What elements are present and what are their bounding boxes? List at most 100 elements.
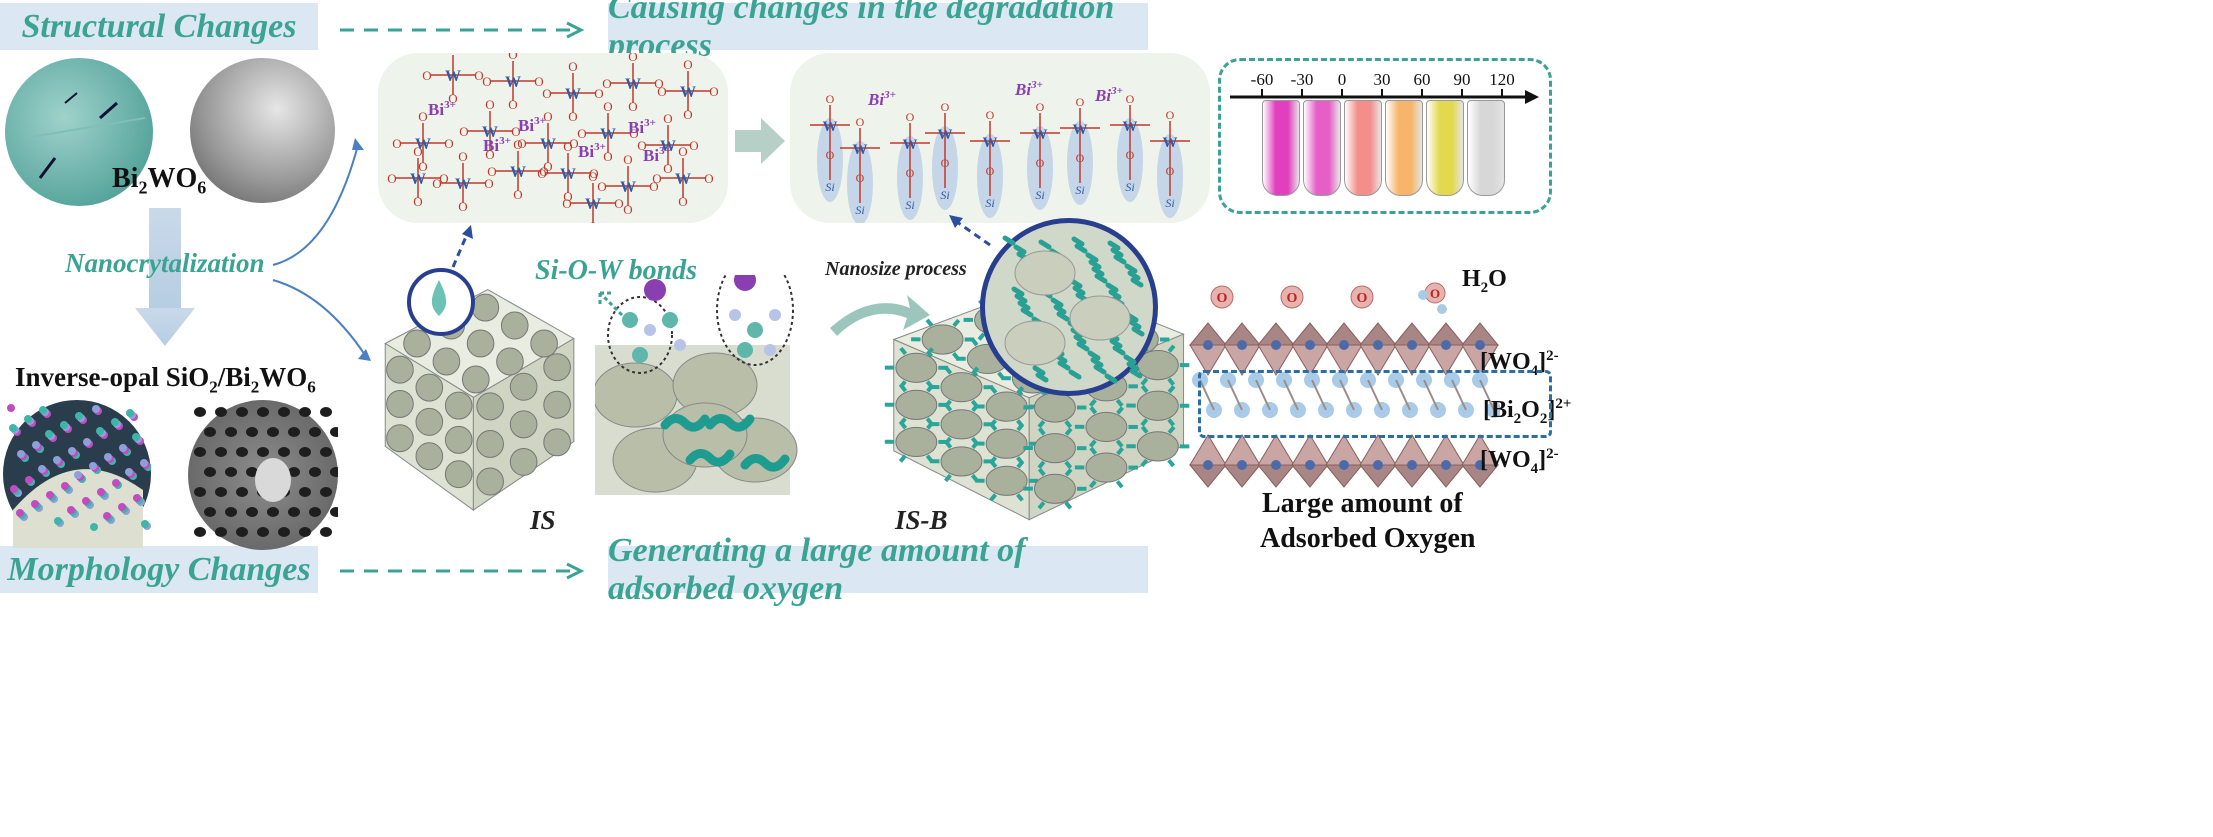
scale-tick-label: -60 — [1251, 70, 1274, 89]
svg-text:O: O — [602, 76, 611, 91]
svg-text:O: O — [444, 136, 453, 151]
svg-text:O: O — [986, 164, 995, 178]
svg-text:O: O — [709, 84, 718, 99]
svg-text:O: O — [906, 166, 915, 180]
svg-text:O: O — [432, 176, 441, 191]
svg-text:O: O — [418, 109, 427, 124]
svg-text:W: W — [540, 136, 556, 153]
svg-text:W: W — [675, 171, 691, 188]
down-arrow — [135, 208, 195, 346]
sample-tube — [1344, 100, 1382, 196]
svg-text:O: O — [543, 109, 552, 124]
svg-text:O: O — [906, 110, 915, 124]
droplet-icon — [431, 280, 447, 316]
svg-text:O: O — [683, 107, 692, 122]
svg-text:Si: Si — [940, 188, 949, 202]
droplet-up-arrow — [451, 225, 473, 268]
svg-text:O: O — [508, 97, 517, 112]
svg-text:O: O — [482, 74, 491, 89]
svg-text:O: O — [588, 219, 597, 223]
svg-text:O: O — [537, 166, 546, 181]
svg-text:O: O — [485, 147, 494, 162]
svg-text:O: O — [589, 166, 598, 181]
svg-text:O: O — [826, 92, 835, 106]
h2o-label: H2O — [1462, 266, 1507, 296]
svg-text:O: O — [569, 136, 578, 151]
svg-text:O: O — [689, 138, 698, 153]
bi2wo6-structure-panel — [378, 53, 728, 223]
scale-axis-arrowhead — [1525, 90, 1539, 104]
is-b-zoom-particles — [1002, 235, 1145, 384]
svg-text:O: O — [422, 68, 431, 83]
svg-text:O: O — [487, 164, 496, 179]
svg-text:O: O — [568, 109, 577, 124]
scale-tick-label: -30 — [1291, 70, 1314, 89]
is-inverse-opal-cube — [384, 289, 575, 512]
svg-text:O: O — [628, 99, 637, 114]
svg-text:O: O — [474, 68, 483, 83]
svg-text:W: W — [1073, 122, 1088, 138]
svg-text:O: O — [534, 74, 543, 89]
svg-text:Si: Si — [1075, 183, 1084, 197]
svg-text:W: W — [505, 74, 521, 91]
banner-causing-changes: Causing changes in the degradation proce… — [608, 0, 1148, 64]
svg-text:O: O — [563, 189, 572, 204]
svg-text:O: O — [577, 126, 586, 141]
svg-text:W: W — [600, 126, 616, 143]
svg-text:O: O — [603, 149, 612, 164]
sem-image-bi2wo6-plates — [5, 58, 153, 206]
svg-text:W: W — [853, 142, 868, 158]
si-o-w-bonds-label: Si-O-W bonds — [535, 255, 698, 286]
svg-text:Si: Si — [855, 203, 864, 217]
svg-text:O: O — [678, 144, 687, 159]
sample-tube — [1467, 100, 1505, 196]
svg-text:O: O — [663, 111, 672, 126]
svg-text:O: O — [484, 176, 493, 191]
svg-text:O: O — [1076, 151, 1085, 165]
svg-text:Bi3+: Bi3+ — [483, 135, 511, 155]
hollow-arrow — [598, 291, 624, 317]
nanocrystallization-label: Nanocrytalization — [65, 248, 265, 278]
sem-pores — [194, 407, 338, 537]
si-o-w-zoom-illustration — [595, 275, 798, 495]
bottom-dashed-arrow — [340, 562, 585, 580]
svg-text:W: W — [823, 119, 838, 135]
sample-tube — [1426, 100, 1464, 196]
svg-text:W: W — [510, 164, 526, 181]
svg-text:O: O — [458, 199, 467, 214]
svg-text:Bi3+: Bi3+ — [1094, 85, 1123, 105]
svg-text:W: W — [455, 176, 471, 193]
svg-text:O: O — [562, 196, 571, 211]
svg-text:W: W — [680, 84, 696, 101]
svg-text:O: O — [1076, 95, 1085, 109]
svg-text:W: W — [410, 171, 426, 188]
svg-text:O: O — [513, 187, 522, 202]
inverse-opal-model-dots — [7, 404, 151, 548]
svg-text:Si: Si — [1125, 180, 1134, 194]
svg-text:O: O — [563, 139, 572, 154]
svg-text:O: O — [663, 161, 672, 176]
svg-text:W: W — [983, 135, 998, 151]
svg-text:O: O — [568, 59, 577, 74]
caption-adsorbed-oxygen: Adsorbed Oxygen — [1260, 523, 1476, 554]
svg-text:Bi3+: Bi3+ — [518, 115, 546, 135]
svg-text:W: W — [1033, 127, 1048, 143]
svg-text:W: W — [625, 76, 641, 93]
bi2wo6-label: Bi2WO6 — [112, 163, 207, 198]
svg-text:Si: Si — [1035, 188, 1044, 202]
svg-text:O: O — [539, 164, 548, 179]
sem-image-bi2wo6-surface — [190, 58, 335, 203]
banner-generating-oxygen: Generating a large amount of adsorbed ox… — [608, 532, 1148, 607]
scale-tick-label: 120 — [1489, 70, 1515, 89]
svg-text:W: W — [660, 138, 676, 155]
banner-structural-changes: Structural Changes — [0, 3, 318, 50]
svg-text:O: O — [826, 148, 835, 162]
svg-text:W: W — [482, 124, 498, 141]
svg-text:W: W — [1123, 119, 1138, 135]
nanosize-arrow — [830, 295, 930, 336]
top-dashed-arrow — [340, 21, 585, 39]
bi2wo6-structure-diagram: WOOOOWOOOOWOOOOWOOOOWOOOOWOOOOWOOOOWOOOO… — [387, 53, 719, 223]
svg-text:Si: Si — [985, 196, 994, 210]
svg-text:Bi3+: Bi3+ — [428, 99, 456, 119]
